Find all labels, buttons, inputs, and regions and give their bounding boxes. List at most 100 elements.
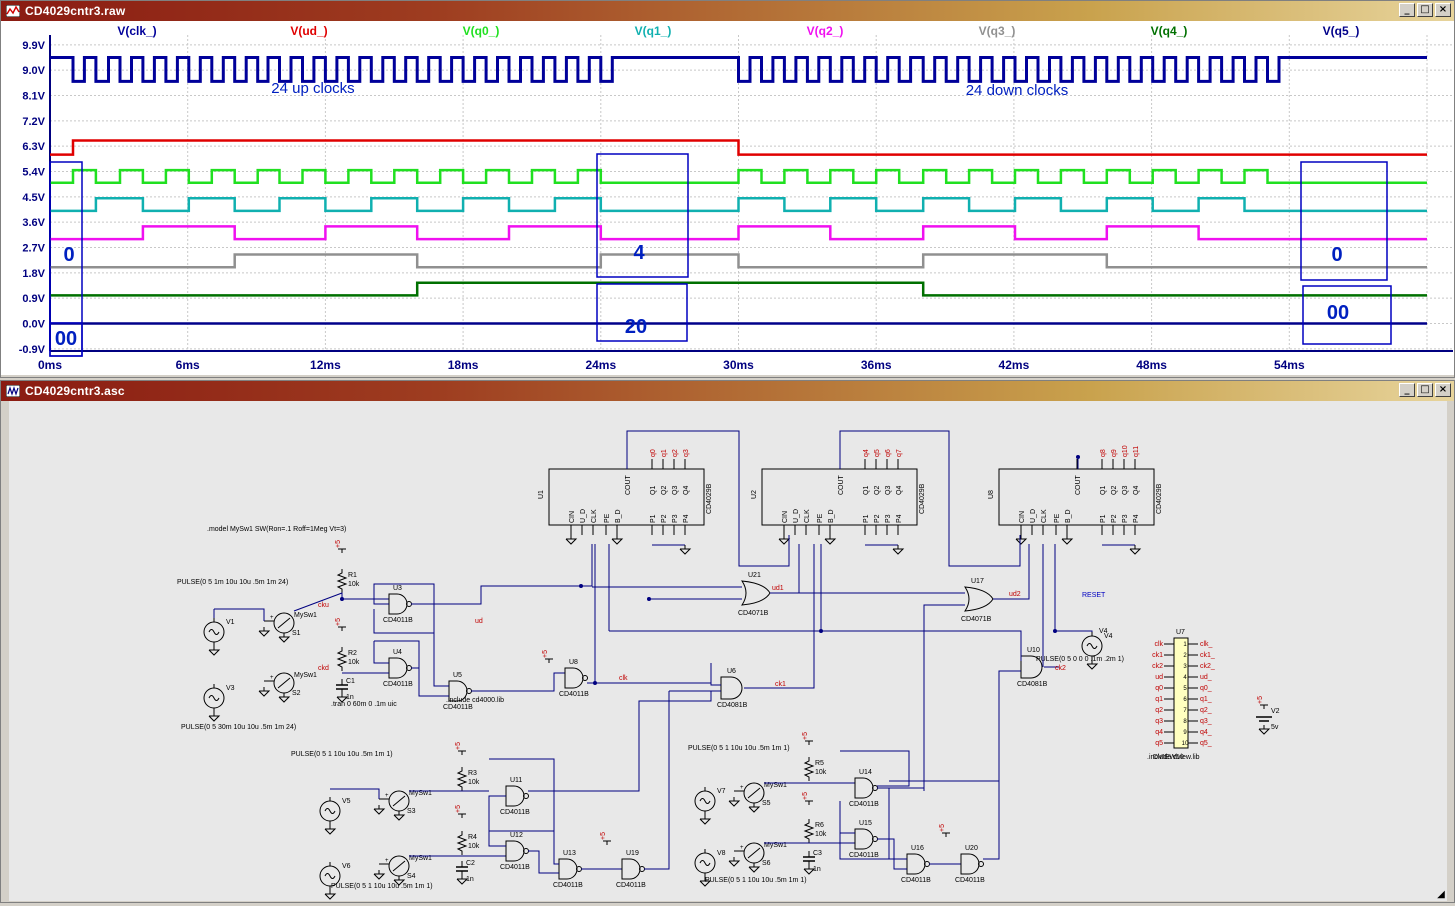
- switch-ref: S1: [292, 630, 301, 637]
- switch-plus: +: [740, 785, 744, 791]
- counter-net-label: q4: [863, 449, 870, 457]
- schematic-canvas[interactable]: .model MySw1 SW(Ron=.1 Roff=1Meg Vt=3)PU…: [9, 401, 1447, 901]
- y-tick-label: 9.0V: [22, 65, 45, 77]
- waveform-titlebar[interactable]: CD4029cntr3.raw _ □ ×: [1, 1, 1454, 21]
- nand-gate-icon: [564, 667, 588, 689]
- trace-label: V(clk_): [117, 24, 156, 38]
- ground-icon: [393, 811, 406, 821]
- switch-plus: +: [740, 845, 744, 851]
- ground-icon: [748, 863, 761, 873]
- counter-net-label: q10: [1122, 445, 1129, 457]
- counter-pin-label: Q2: [874, 486, 881, 495]
- plot-background: [50, 35, 1455, 351]
- waveform-clk: [50, 56, 1427, 83]
- resistor-ref: R1: [348, 572, 357, 579]
- counter-pin-label: P3: [1122, 514, 1129, 523]
- dview-input-label: q1: [1155, 696, 1163, 703]
- gate-ref: U20: [965, 845, 978, 852]
- ground-icon: [373, 870, 386, 880]
- close-button[interactable]: ×: [1435, 3, 1451, 17]
- pulse-v6-text: PULSE(0 5 1 10u 10u .5m 1m 1): [331, 883, 433, 890]
- counter-pin-label: Q1: [650, 486, 657, 495]
- waveform-plot[interactable]: 9.9V9.0V8.1V7.2V6.3V5.4V4.5V3.6V2.7V1.8V…: [1, 21, 1455, 375]
- switch-ref: S4: [407, 873, 416, 880]
- switch-icon: [264, 612, 295, 634]
- counter-part: CD4029B: [706, 483, 713, 514]
- junction-dot: [579, 584, 583, 588]
- and-gate-icon: [720, 676, 743, 700]
- x-tick-label: 54ms: [1274, 358, 1305, 372]
- dview-input-label: q5: [1155, 740, 1163, 747]
- include-dview-directive: .include dview.lib: [1147, 754, 1200, 761]
- wire-v5: [330, 788, 380, 799]
- waveform-bit: [50, 253, 1427, 269]
- voltage-source-icon: [694, 849, 716, 877]
- counter-pin-label: P3: [885, 514, 892, 523]
- supply-label: +5: [455, 742, 462, 750]
- counter-pin-label: U_D: [1030, 509, 1037, 523]
- resize-grip-icon[interactable]: ◢: [1437, 889, 1445, 900]
- pulse-v4-text: PULSE(0 5 0 0 0 .1m .2m 1): [1036, 656, 1124, 663]
- ground-icon: [778, 535, 791, 545]
- y-tick-label: 7.2V: [22, 116, 45, 128]
- waveform-bit: [50, 168, 1427, 185]
- counter-pin-label: CIN: [782, 511, 789, 523]
- gate-part: CD4081B: [717, 702, 748, 709]
- annotation-box-start-high: [49, 322, 83, 357]
- x-tick-label: 24ms: [585, 358, 616, 372]
- ground-icon: [258, 687, 271, 697]
- net-label-cku: cku: [318, 602, 329, 609]
- schematic-titlebar[interactable]: CD4029cntr3.asc _ □ ×: [1, 381, 1454, 401]
- counter-pin-label: Q4: [896, 486, 903, 495]
- maximize-button[interactable]: □: [1417, 383, 1433, 397]
- switch-model: MySw1: [409, 855, 432, 862]
- counter-net-label: q2: [672, 449, 679, 457]
- maximize-button[interactable]: □: [1417, 3, 1433, 17]
- counter-pin-label: P1: [863, 514, 870, 523]
- junction-dot: [647, 597, 651, 601]
- x-tick-label: 30ms: [723, 358, 754, 372]
- gate-ref: U8: [569, 659, 578, 666]
- dview-input-label: ck1: [1152, 652, 1163, 659]
- wire-u5-in2: [418, 668, 449, 697]
- gate-ref: U4: [393, 649, 402, 656]
- minimize-button[interactable]: _: [1399, 3, 1415, 17]
- wire-u16-in2: [877, 838, 907, 870]
- gate-part: CD4011B: [383, 617, 413, 624]
- counter-pin-label: U_D: [793, 509, 800, 523]
- counter-pin-label: Q1: [1100, 486, 1107, 495]
- dview-ic[interactable]: [1173, 637, 1189, 749]
- ground-icon: [208, 646, 221, 656]
- v2-value: 5v: [1271, 724, 1279, 731]
- counter-ref: U2: [751, 490, 758, 499]
- voltage-source-icon: [203, 684, 225, 712]
- minimize-button[interactable]: _: [1399, 383, 1415, 397]
- gate-ref: U21: [748, 572, 761, 579]
- counter-net-label: q0: [650, 449, 657, 457]
- net-label-ckd: ckd: [318, 665, 329, 672]
- net-label-ud1: ud1: [772, 585, 784, 592]
- gate-ref: U14: [859, 769, 872, 776]
- capacitor-icon: [456, 861, 468, 875]
- x-tick-label: 0ms: [38, 358, 62, 372]
- gate-ref: U10: [1027, 647, 1040, 654]
- counter-pin-label: P4: [1133, 514, 1140, 523]
- junction-dot: [819, 629, 823, 633]
- gate-part: CD4011B: [500, 809, 530, 816]
- x-tick-label: 6ms: [176, 358, 200, 372]
- switch-plus: +: [385, 858, 389, 864]
- reset-label: RESET: [1082, 592, 1106, 599]
- counter-net-label: q11: [1133, 446, 1140, 457]
- schematic-drawing[interactable]: .model MySw1 SW(Ron=.1 Roff=1Meg Vt=3)PU…: [9, 401, 1447, 901]
- or-gate-icon: [741, 580, 771, 606]
- supply-icon: [545, 658, 553, 663]
- wire-cout-2: [839, 430, 1021, 567]
- counter-pin-label: CIN: [1019, 511, 1026, 523]
- x-tick-label: 36ms: [861, 358, 892, 372]
- wire-u20-out: [983, 671, 1000, 860]
- dview-pin-num: 6: [1183, 697, 1187, 703]
- switch-model: MySw1: [764, 782, 787, 789]
- close-button[interactable]: ×: [1435, 383, 1451, 397]
- supply-label: +5: [542, 650, 549, 658]
